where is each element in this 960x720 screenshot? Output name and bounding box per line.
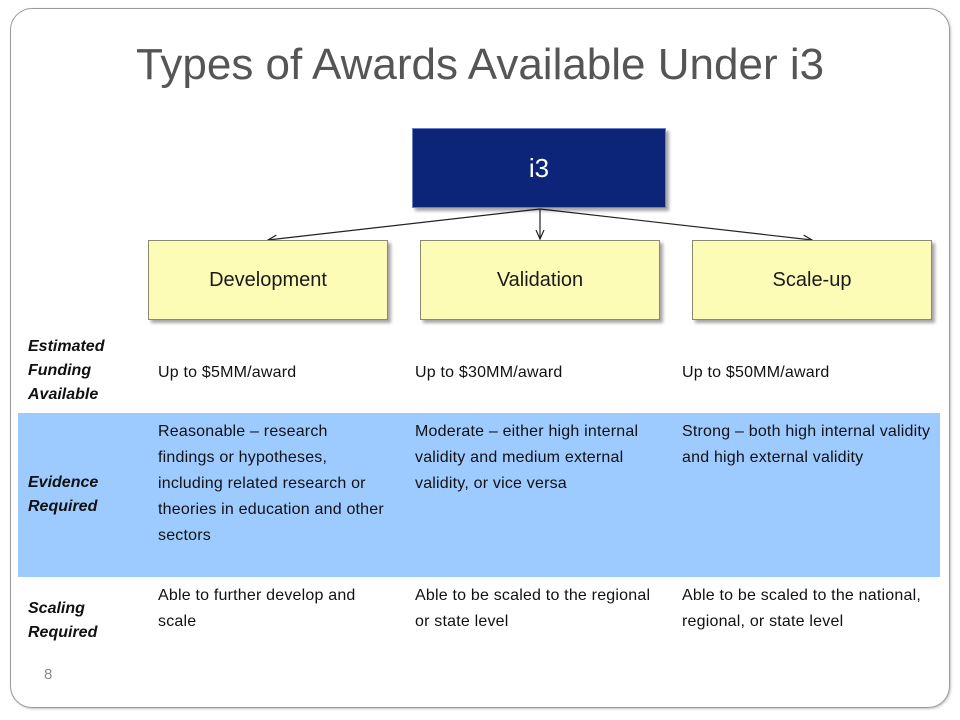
evidence-development: Reasonable – research findings or hypoth… — [158, 423, 384, 544]
connector-scale-up — [539, 208, 812, 240]
scaling-scale-up: Able to be scaled to the national, regio… — [682, 587, 921, 630]
scale-up-label: Scale-up — [772, 268, 852, 291]
i3-root-box: i3 — [412, 128, 666, 208]
scale-up-box: Scale-up — [692, 240, 932, 320]
scaling-development: Able to further develop and scale — [158, 587, 356, 630]
funding-development: Up to $5MM/award — [158, 364, 297, 381]
slide-title: Types of Awards Available Under i3 — [135, 40, 825, 89]
row-header-funding: Estimated Funding Available — [28, 338, 105, 403]
validation-box: Validation — [420, 240, 660, 320]
row-header-evidence: Evidence Required — [28, 474, 99, 515]
evidence-validation: Moderate – either high internal validity… — [415, 423, 639, 492]
scaling-validation: Able to be scaled to the regional or sta… — [415, 587, 651, 630]
slide-frame — [10, 8, 950, 708]
evidence-scale-up: Strong – both high internal validity and… — [682, 423, 931, 466]
development-box: Development — [148, 240, 388, 320]
row-header-scaling: Scaling Required — [28, 600, 98, 641]
validation-label: Validation — [496, 268, 584, 291]
evidence-row-highlight — [18, 413, 940, 577]
funding-validation: Up to $30MM/award — [415, 364, 563, 381]
page-number: 8 — [44, 666, 53, 683]
i3-root-label: i3 — [528, 152, 550, 183]
funding-scale-up: Up to $50MM/award — [682, 364, 830, 381]
connector-development — [268, 208, 541, 240]
development-label: Development — [209, 268, 327, 291]
